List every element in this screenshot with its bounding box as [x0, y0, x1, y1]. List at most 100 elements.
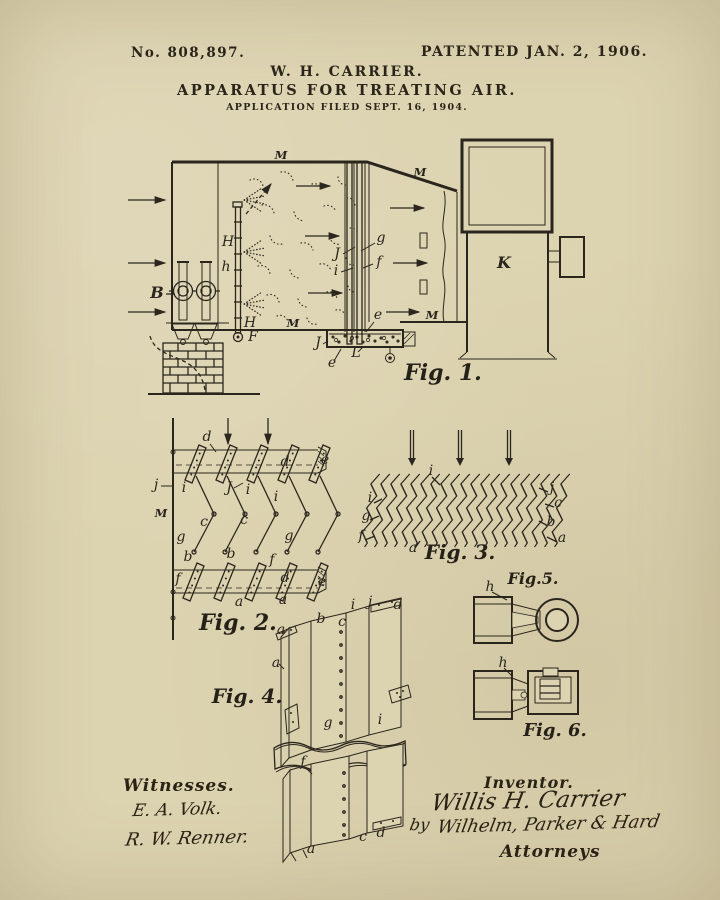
fig1-spray-fans	[243, 187, 266, 317]
part-label-g: g	[285, 528, 294, 544]
witness-signature-1: E. A. Volk.	[130, 798, 224, 822]
part-label-i: i	[246, 482, 250, 498]
part-label-b: b	[317, 611, 326, 627]
part-label-h: h	[498, 655, 507, 671]
part-label-M: M	[154, 506, 169, 520]
patent-date: PATENTED JAN. 2, 1906.	[421, 44, 649, 60]
part-label-d: d	[394, 597, 403, 613]
fig5-part-labels: h	[485, 579, 494, 595]
fig3-caption: Fig. 3.	[424, 540, 496, 564]
part-label-j: j	[365, 594, 373, 610]
inventor-heading: Inventor.	[484, 773, 574, 792]
fig3-chevron-band	[358, 473, 572, 548]
part-label-h: h	[221, 259, 230, 275]
fig1-brick-pier	[148, 335, 260, 395]
part-label-c: c	[200, 514, 208, 530]
part-label-M: M	[425, 308, 440, 322]
part-label-a: a	[277, 622, 285, 638]
part-label-i: i	[334, 263, 338, 279]
fig1-drain-pan	[322, 321, 416, 363]
part-label-a: a	[409, 540, 417, 556]
fig6-caption: Fig. 6.	[522, 720, 587, 741]
part-label-c: c	[240, 512, 248, 528]
fig2-zigzag-plates	[191, 475, 341, 555]
fig4-rivet-dots-lower	[342, 771, 346, 837]
part-label-i: i	[182, 480, 186, 496]
part-label-f: f	[299, 754, 308, 770]
part-label-J: J	[312, 335, 322, 351]
part-label-i: i	[274, 489, 278, 505]
part-label-i: i	[378, 712, 382, 728]
fig3-down-arrows	[408, 430, 513, 466]
part-label-a: a	[307, 841, 315, 857]
part-label-J: J	[331, 246, 341, 262]
part-label-M: M	[286, 316, 301, 330]
attorneys-label: Attorneys	[500, 842, 601, 862]
part-label-i: i	[368, 490, 372, 506]
fig5-drawing: Fig.5. h	[473, 569, 579, 644]
part-label-a: a	[279, 592, 287, 608]
by-label: by	[408, 814, 432, 835]
part-label-g: g	[362, 508, 371, 524]
inventor-name-heading: W. H. CARRIER.	[270, 64, 424, 80]
patent-title: APPARATUS FOR TREATING AIR.	[177, 82, 517, 99]
part-label-f: f	[174, 571, 183, 587]
part-label-f: f	[268, 552, 277, 568]
attorney-signature: Wilhelm, Parker & Hard	[435, 811, 662, 838]
part-label-g: g	[177, 529, 186, 545]
part-label-L: L	[350, 345, 360, 361]
part-label-K: K	[496, 253, 512, 272]
inventor-signature: Willis H. Carrier	[429, 785, 627, 817]
part-label-H: H	[221, 234, 235, 250]
part-label-j: j	[151, 477, 159, 493]
part-label-d: d	[377, 825, 386, 841]
witnesses-heading: Witnesses.	[123, 776, 235, 796]
part-label-H: H	[243, 315, 257, 331]
part-label-J: J	[223, 480, 233, 496]
part-label-c: c	[359, 829, 367, 845]
fig5-caption: Fig.5.	[507, 569, 559, 588]
attorney-signature-line: by Wilhelm, Parker & Hard	[408, 811, 662, 838]
part-label-b: b	[547, 514, 556, 530]
part-label-e: e	[374, 307, 382, 323]
fig1-fan-unit	[458, 138, 585, 360]
part-label-e: e	[321, 452, 329, 468]
fig1-mist	[249, 171, 359, 325]
part-label-M: M	[274, 148, 289, 162]
application-filed-line: APPLICATION FILED SEPT. 16, 1904.	[226, 102, 468, 113]
part-label-f: f	[375, 254, 384, 270]
part-label-j: j	[547, 480, 555, 496]
part-label-i: i	[351, 597, 355, 613]
part-label-M: M	[413, 165, 428, 179]
fig1-discharge-duct	[386, 190, 467, 323]
part-label-g: g	[377, 230, 386, 246]
fig1-spray-supply-pipes	[166, 261, 229, 345]
witness-signature-2: R. W. Renner.	[123, 826, 251, 851]
fig1-spray-pipe	[232, 201, 244, 343]
fig6-part-labels: h	[498, 655, 507, 671]
part-label-F: F	[247, 329, 259, 345]
fig2-caption: Fig. 2.	[198, 610, 277, 636]
part-label-c: c	[338, 614, 346, 630]
part-label-e: e	[328, 355, 336, 371]
part-label-d: d	[281, 570, 290, 586]
patent-number: No. 808,897.	[131, 45, 246, 61]
part-label-a: a	[235, 594, 243, 610]
part-label-b: b	[227, 546, 236, 562]
fig4-rivet-dots-upper	[339, 630, 343, 738]
fig1-eliminator-plates	[340, 161, 376, 345]
fig1-caption: Fig. 1.	[403, 360, 482, 386]
fig6-drawing: Fig. 6. h	[473, 655, 587, 741]
part-label-h: h	[485, 579, 494, 595]
fig3-label-leaders	[364, 476, 558, 549]
part-label-f: f	[357, 528, 366, 544]
